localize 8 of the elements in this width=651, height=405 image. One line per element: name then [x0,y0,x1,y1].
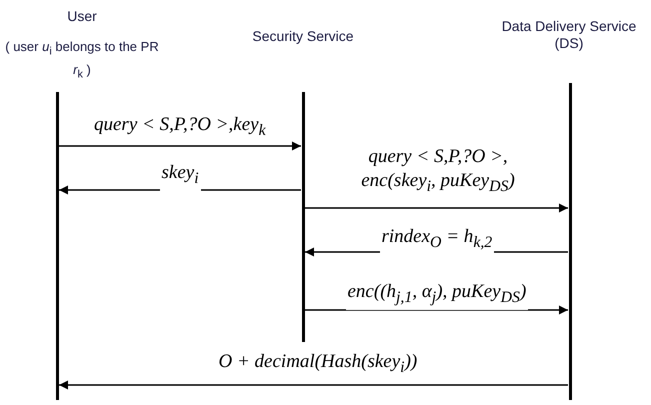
participant-note: ( user u$_{i}$ belongs to the PR r$_{k}$ ) [4,38,160,82]
arrow [305,204,568,212]
arrow [59,142,301,150]
arrow [59,380,568,390]
participant-name: Security Service [251,28,355,45]
arrow [305,306,568,314]
participant-name: Data Delivery Service (DS) [500,18,638,52]
participant-name: User [66,8,98,25]
